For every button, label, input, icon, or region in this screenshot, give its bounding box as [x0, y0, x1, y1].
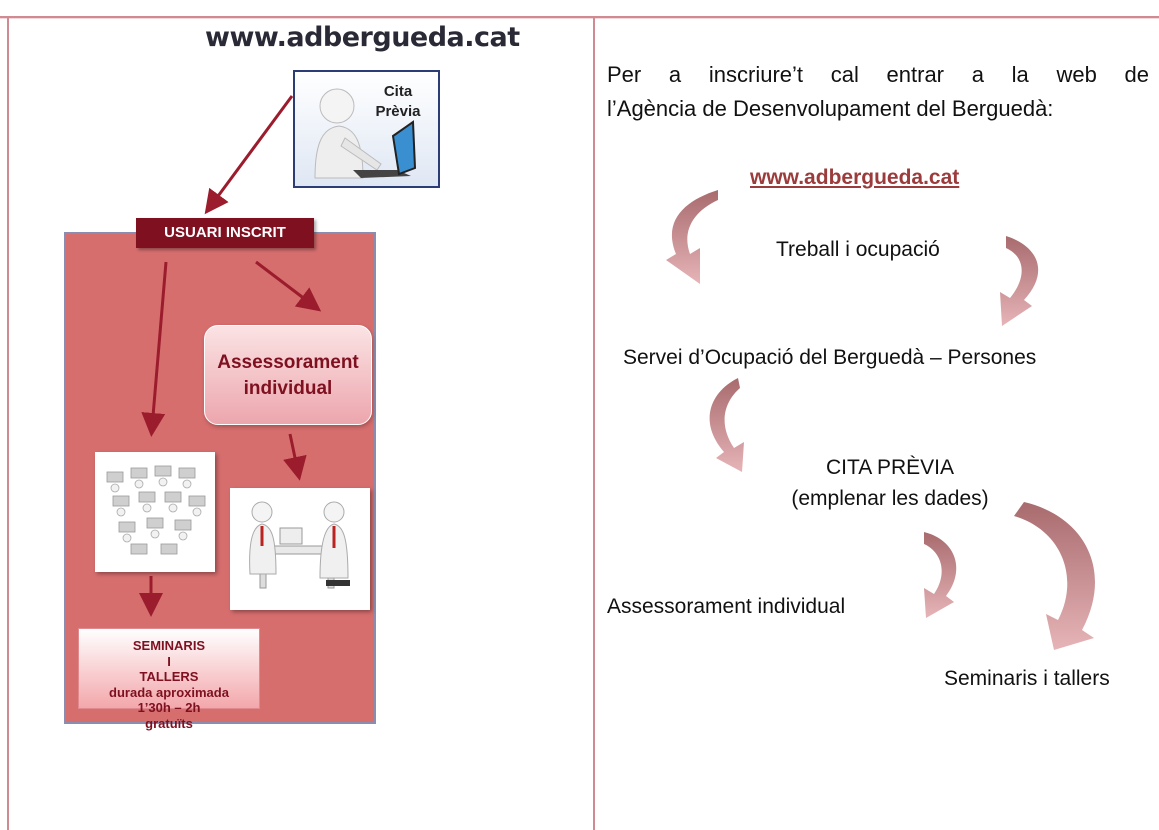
assessorament-box: Assessorament individual [204, 325, 372, 425]
curved-arrow-4 [924, 532, 957, 618]
usuari-inscrit-label: USUARI INSCRIT [136, 218, 314, 248]
seminaris-tallers-box: SEMINARIS I TALLERS durada aproximada 1’… [78, 628, 260, 731]
arrow-to-assessorament [255, 260, 322, 312]
seminars-line6: gratuïts [145, 715, 193, 731]
curved-arrow-3 [709, 378, 744, 472]
diagram-site-title: www.adbergueda.cat [205, 22, 520, 53]
arrow-to-seminars-image [141, 261, 168, 437]
seminars-line4: durada aproximada [109, 684, 229, 700]
curved-arrow-1 [666, 190, 718, 284]
flow-arrows [139, 95, 322, 617]
assessorament-line2: individual [243, 378, 333, 399]
website-link[interactable]: www.adbergueda.cat [750, 166, 960, 189]
arrow-to-usuari [204, 95, 294, 215]
intro-line2: l’Agència de Desenvolupament del Bergued… [607, 96, 1054, 121]
table-top-border-shade [0, 18, 1159, 19]
cita-label: Cita Prèvia [368, 82, 428, 122]
cita-previa-card: Cita Prèvia [293, 70, 440, 188]
seminars-line3: TALLERS [139, 669, 199, 684]
cita-label-line2: Prèvia [375, 103, 421, 120]
step-servei-ocupacio: Servei d’Ocupació del Berguedà – Persone… [623, 346, 1037, 369]
step-treball-ocupacio: Treball i ocupació [776, 238, 940, 261]
curved-arrow-2 [1000, 236, 1039, 326]
cita-label-line1: Cita [383, 83, 413, 100]
table-column-divider [593, 16, 595, 830]
step-emplenar-dades: (emplenar les dades) [791, 487, 989, 510]
meeting-image [230, 488, 370, 610]
meeting-icon [249, 501, 350, 589]
group-workstations-image [95, 452, 215, 572]
group-workstations-icon [106, 465, 206, 555]
seminars-line2: I [167, 653, 171, 669]
curved-arrows [666, 190, 1096, 650]
step-assessorament: Assessorament individual [607, 595, 846, 618]
step-cita-previa: CITA PRÈVIA [826, 456, 954, 479]
step-seminaris: Seminaris i tallers [944, 667, 1110, 690]
assessorament-line1: Assessorament [217, 352, 359, 373]
intro-line1: Per a inscriure’t cal entrar a la web de [607, 62, 1149, 87]
curved-arrow-5 [1014, 502, 1096, 650]
person-at-laptop-icon [314, 88, 417, 179]
seminars-line1: SEMINARIS [132, 638, 206, 653]
arrow-to-meeting-image [283, 433, 307, 481]
table-left-border [7, 16, 9, 830]
table-top-border [0, 16, 1159, 18]
seminars-line5: 1’30h – 2h [137, 700, 201, 715]
